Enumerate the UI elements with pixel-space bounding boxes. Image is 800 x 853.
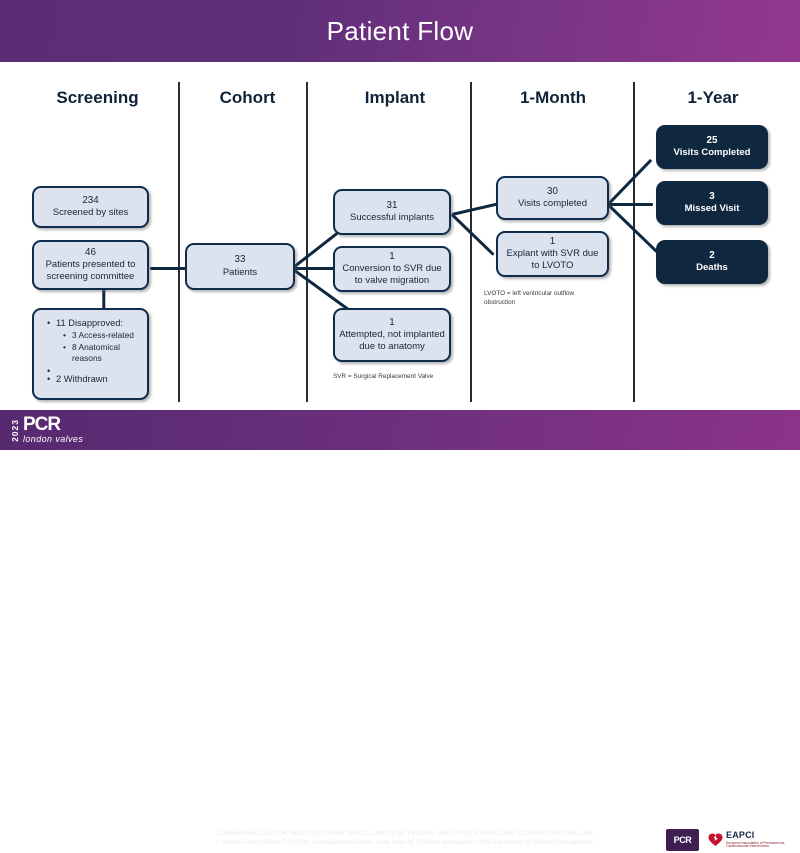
- connector-visits-to-missed: [608, 203, 653, 206]
- successful-label: Successful implants: [350, 212, 434, 224]
- pcr-london-valves-logo: 2023 PCR london valves: [10, 413, 84, 445]
- cohort-count: 33: [234, 254, 246, 266]
- logo-london-valves-text: london valves: [23, 434, 84, 445]
- visits-1m-label: Visits completed: [518, 198, 587, 210]
- slide-patient-flow: Patient Flow Screening Cohort Implant 1-…: [0, 0, 800, 450]
- box-patients-presented[interactable]: 46 Patients presented to screening commi…: [32, 240, 149, 290]
- deaths-count: 2: [709, 249, 715, 261]
- divider-month-year: [633, 82, 635, 402]
- completed-1y-label: Visits Completed: [673, 147, 751, 159]
- presented-label: Patients presented to screening committe…: [45, 259, 136, 283]
- heart-icon: [708, 833, 723, 847]
- connector-presented-to-patients: [150, 267, 198, 270]
- successful-count: 31: [386, 199, 398, 211]
- missed-label: Missed Visit: [684, 203, 740, 215]
- footnote-svr: SVR = Surgical Replacement Valve: [333, 373, 434, 380]
- completed-1y-count: 25: [706, 134, 718, 146]
- connector-successful-to-explant: [451, 213, 495, 256]
- box-visits-completed-1m[interactable]: 30 Visits completed: [496, 176, 609, 220]
- column-header-cohort: Cohort: [219, 88, 276, 107]
- visits-1m-count: 30: [547, 185, 558, 197]
- conversion-label: Conversion to SVR due to valve migration: [342, 263, 442, 287]
- footnote-lvoto: LVOTO = left ventricular outflow obstruc…: [484, 290, 575, 306]
- missed-count: 3: [709, 190, 715, 202]
- disapproved-sub-anatomical: 8 Anatomical reasons: [63, 342, 136, 364]
- box-explant-svr-lvoto[interactable]: 1 Explant with SVR due to LVOTO: [496, 231, 609, 277]
- column-header-screening: Screening: [56, 88, 139, 107]
- caution-line-2: ‡ Outside United States CAUTION: Investi…: [215, 839, 595, 847]
- page-title: Patient Flow: [326, 15, 474, 46]
- screened-count: 234: [82, 194, 99, 206]
- box-disapproved-withdrawn[interactable]: 11 Disapproved: 3 Access-related 8 Anato…: [32, 308, 149, 400]
- slide-header: Patient Flow: [0, 0, 800, 62]
- attempted-label: Attempted, not implanted due to anatomy: [339, 329, 445, 353]
- withdrawn-item: 2 Withdrawn: [47, 373, 136, 385]
- cohort-label: Patients: [222, 266, 258, 278]
- conversion-count: 1: [389, 250, 395, 262]
- column-header-implant: Implant: [364, 88, 426, 107]
- badge-eapci-subtitle: European Association of Percutaneous Car…: [726, 840, 785, 849]
- box-deaths[interactable]: 2 Deaths: [656, 240, 768, 284]
- box-cohort-patients[interactable]: 33 Patients: [185, 243, 295, 290]
- badge-eapci-title: EAPCI: [726, 830, 755, 841]
- box-attempted-not-implanted[interactable]: 1 Attempted, not implanted due to anatom…: [333, 308, 451, 362]
- box-visits-completed-1y[interactable]: 25 Visits Completed: [656, 125, 768, 169]
- slide-footer: 2023 PCR london valves ‡ United States C…: [0, 410, 800, 853]
- connector-patients-to-conversion: [292, 267, 334, 270]
- box-conversion-svr[interactable]: 1 Conversion to SVR due to valve migrati…: [333, 246, 451, 292]
- explant-count: 1: [549, 235, 556, 247]
- bullet-spacer: [47, 365, 136, 377]
- divider-implant-month: [470, 82, 472, 402]
- screened-label: Screened by sites: [52, 207, 129, 219]
- presented-count: 46: [85, 246, 96, 258]
- logo-pcr-text: PCR: [23, 413, 61, 435]
- caution-text: ‡ United States CAUTION: INVESTIGATIONAL…: [140, 829, 670, 848]
- column-header-1-month: 1-Month: [519, 88, 587, 107]
- disapproved-sub-access: 3 Access-related: [63, 330, 136, 341]
- explant-label: Explant with SVR due to LVOTO: [506, 248, 599, 272]
- caution-line-1: ‡ United States CAUTION: INVESTIGATIONAL…: [216, 830, 594, 837]
- connector-visits-to-completed: [607, 158, 653, 206]
- box-missed-visit[interactable]: 3 Missed Visit: [656, 181, 768, 225]
- divider-screening-cohort: [178, 82, 180, 402]
- box-screened-by-sites[interactable]: 234 Screened by sites: [32, 186, 149, 228]
- badge-pcr: PCR: [666, 829, 699, 851]
- divider-cohort-implant: [306, 82, 308, 402]
- attempted-count: 1: [389, 316, 395, 328]
- box-successful-implants[interactable]: 31 Successful implants: [333, 189, 451, 235]
- deaths-label: Deaths: [696, 262, 728, 274]
- logo-year: 2023: [10, 418, 20, 442]
- column-header-1-year: 1-Year: [687, 88, 739, 107]
- badge-eapci: EAPCI European Association of Percutaneo…: [704, 827, 786, 853]
- disapproved-main: 11 Disapproved:: [56, 318, 124, 328]
